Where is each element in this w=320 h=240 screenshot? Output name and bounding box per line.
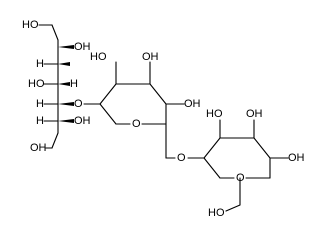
label-o-link: O	[177, 152, 186, 164]
open-chain	[38, 24, 74, 149]
label-o-ring1: O	[132, 118, 141, 130]
label-h-c6: H	[36, 115, 44, 127]
label-ho-c1: HO	[22, 19, 39, 31]
glucose-ring-2	[187, 119, 289, 212]
glucose-ring-1	[83, 61, 185, 159]
label-o-ring2: O	[236, 172, 245, 184]
label-oh-c7: OH	[30, 142, 47, 154]
label-oh-r2-c3: OH	[246, 108, 263, 120]
label-h-c4: H	[70, 78, 78, 90]
label-oh-r1-c3: OH	[142, 51, 159, 63]
label-oh-c2: OH	[74, 41, 91, 53]
label-ho-r1-c2: HO	[90, 51, 107, 63]
label-o-c5: O	[74, 98, 83, 110]
label-h-c3: H	[36, 58, 44, 70]
label-ho-c3: HO	[28, 78, 45, 90]
chemical-structure: HO OH H HO H H O H OH OH HO OH OH O O HO…	[22, 19, 305, 219]
label-oh-c6: OH	[74, 115, 91, 127]
label-ho-r2-c6: HO	[208, 207, 225, 219]
label-h-c5: H	[36, 98, 44, 110]
label-ho-r2-c2: HO	[206, 108, 223, 120]
label-oh-r2-c4: OH	[288, 152, 305, 164]
label-oh-r1-c4: OH	[184, 98, 201, 110]
